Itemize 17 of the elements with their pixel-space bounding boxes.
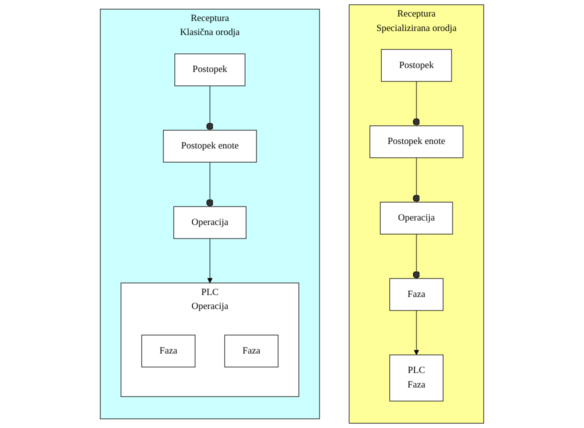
connector [412, 234, 420, 279]
node-box: Faza [389, 278, 444, 311]
node-box: PLC Faza [389, 354, 444, 402]
node-box: Faza [224, 334, 278, 368]
arrow [414, 310, 420, 356]
node-box: Operacija [380, 202, 453, 234]
arrow [207, 238, 213, 284]
node-box: Faza [141, 334, 196, 368]
connector [412, 81, 420, 126]
node-box: Postopek enote [370, 126, 464, 158]
node-box: Postopek [381, 49, 452, 82]
connector [412, 157, 420, 202]
node-box: Operacija [173, 206, 246, 239]
connector [206, 86, 214, 131]
connector [206, 162, 214, 207]
node-box: Postopek enote [163, 130, 257, 162]
node-box: Postopek [174, 54, 246, 86]
